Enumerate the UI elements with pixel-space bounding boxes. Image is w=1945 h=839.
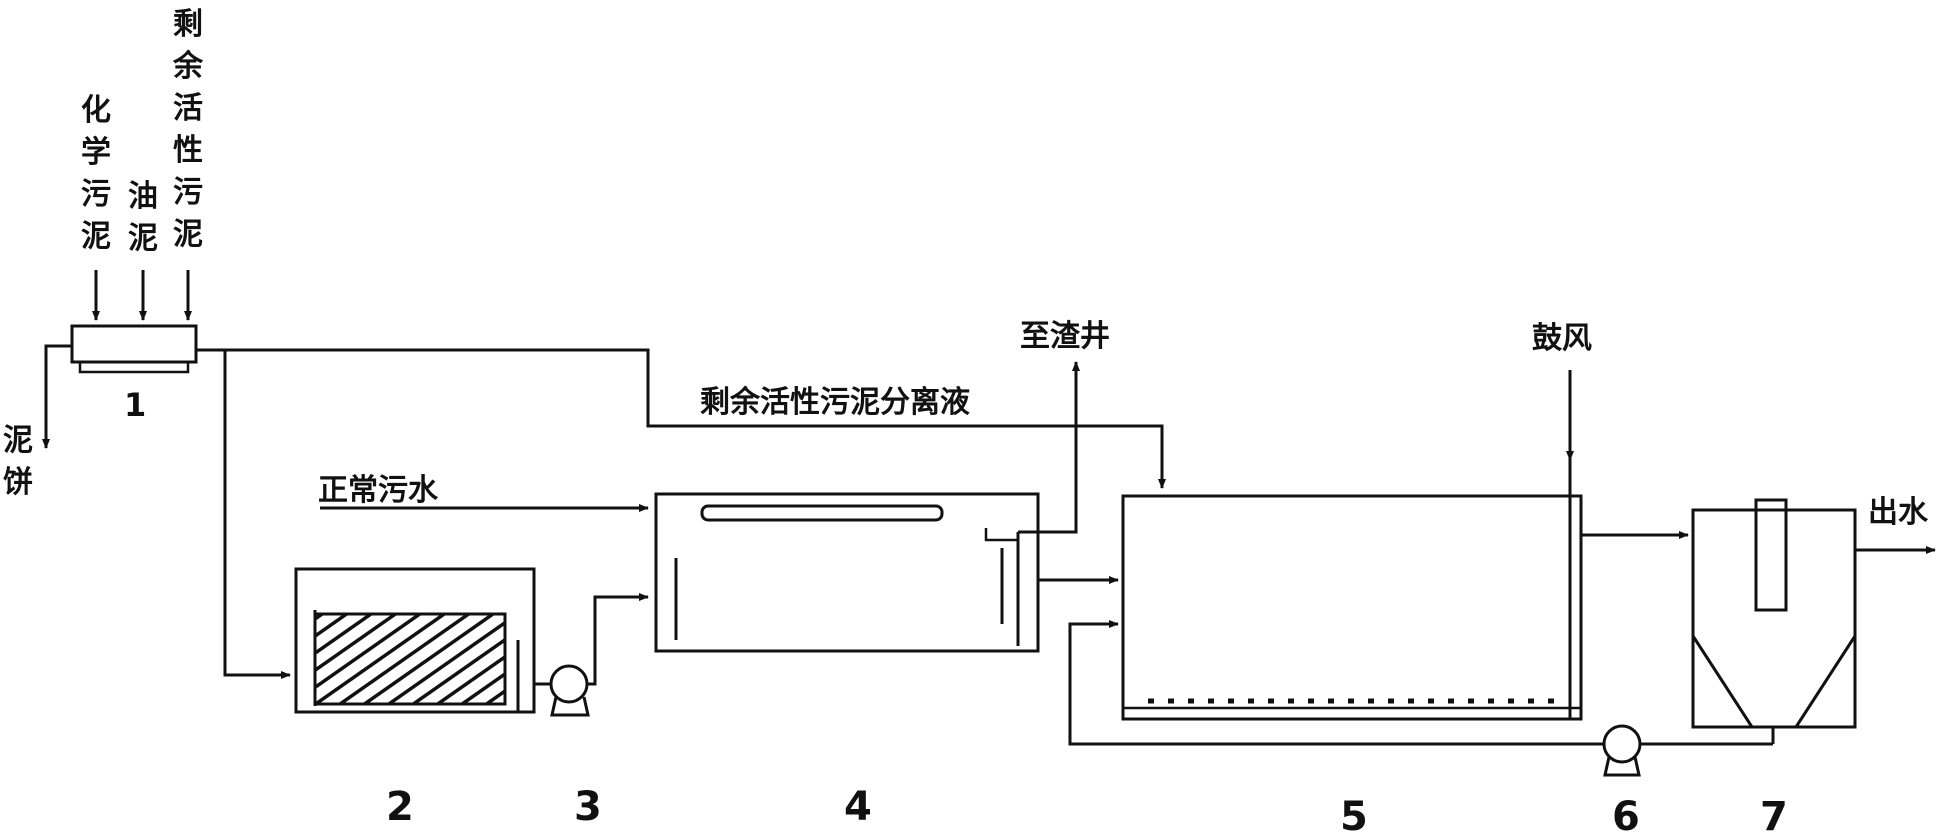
unit-number-1: 1 — [124, 386, 146, 424]
sludge-cake-label: 泥饼 — [3, 423, 33, 500]
effluent-label: 出水 — [1868, 495, 1929, 530]
sludge-cake-line — [42, 344, 56, 449]
pump3-to-unit4-line — [587, 593, 649, 686]
unit-number-4: 4 — [844, 784, 872, 830]
dewatering-unit — [56, 324, 198, 374]
tank-4 — [654, 492, 1040, 653]
unit-number-6: 6 — [1612, 794, 1640, 839]
aeration-tank — [1121, 494, 1583, 721]
excess-sludge-label: 剩余活性污泥 — [172, 7, 204, 252]
unit1-to-unit2-line — [223, 350, 291, 679]
chemical-sludge-label: 化学污泥 — [81, 93, 111, 254]
media-tank — [294, 567, 536, 714]
separation-liquid-label: 剩余活性污泥分离液 — [700, 385, 970, 420]
pump6-to-unit5-line — [1068, 620, 1604, 746]
to-residue-well-line — [1018, 361, 1080, 534]
unit-number-7: 7 — [1760, 794, 1788, 839]
settling-tank — [1691, 498, 1857, 744]
to-residue-well-label: 至渣井 — [1020, 319, 1110, 354]
blower-label: 鼓风 — [1532, 321, 1592, 356]
oil-sludge-label: 油泥 — [128, 179, 158, 256]
normal-sewage-label: 正常污水 — [318, 473, 439, 508]
separation-liquid-line — [196, 348, 1166, 489]
unit-number-3: 3 — [574, 784, 602, 830]
pump-3 — [534, 664, 590, 717]
unit-number-2: 2 — [386, 784, 414, 830]
unit-number-5: 5 — [1340, 794, 1368, 839]
pump-6 — [1602, 724, 1642, 777]
